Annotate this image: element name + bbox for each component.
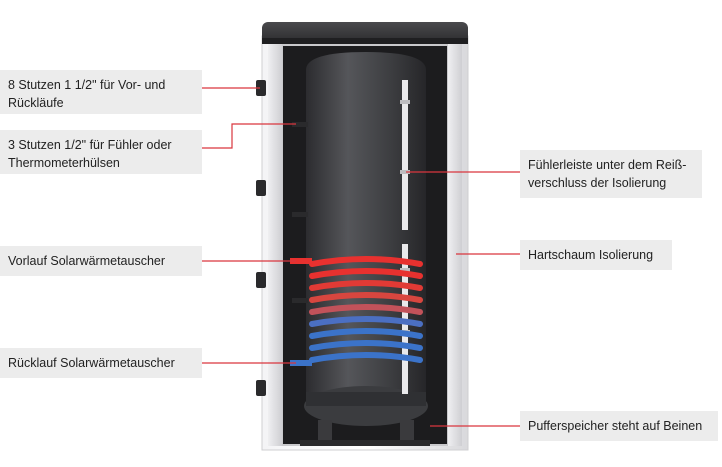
tank-lid (262, 22, 468, 44)
label-stutzen-0-5: 3 Stutzen 1/2" für Fühler oder Thermomet… (0, 130, 202, 174)
label-stutzen-1-5: 8 Stutzen 1 1/2" für Vor- und Rückläufe (0, 70, 202, 114)
label-vorlauf-text: Vorlauf Solarwärmetauscher (8, 254, 166, 268)
label-stutzen-1-5-text: 8 Stutzen 1 1/2" für Vor- und Rückläufe (8, 78, 166, 110)
label-hartschaum: Hartschaum Isolierung (520, 240, 672, 270)
leader-stutzen-0-5 (202, 123, 296, 149)
label-stutzen-0-5-text: 3 Stutzen 1/2" für Fühler oder Thermomet… (8, 138, 172, 170)
label-beine-text: Pufferspeicher steht auf Beinen (528, 419, 703, 433)
label-fuehlerleiste-text: Fühlerleiste unter dem Reiß-verschluss d… (528, 158, 687, 190)
inner-tank (304, 52, 428, 426)
leader-lines (202, 87, 520, 427)
label-beine: Pufferspeicher steht auf Beinen (520, 411, 718, 441)
label-hartschaum-text: Hartschaum Isolierung (528, 248, 654, 262)
label-vorlauf: Vorlauf Solarwärmetauscher (0, 246, 202, 276)
solar-heat-exchanger-coil (309, 256, 423, 363)
label-ruecklauf-text: Rücklauf Solarwärmetauscher (8, 356, 175, 370)
sensor-strip-upper (400, 80, 410, 230)
label-fuehlerleiste: Fühlerleiste unter dem Reiß-verschluss d… (520, 150, 702, 198)
label-ruecklauf: Rücklauf Solarwärmetauscher (0, 348, 202, 378)
connection-ports (256, 80, 312, 396)
tank-legs (300, 420, 430, 446)
